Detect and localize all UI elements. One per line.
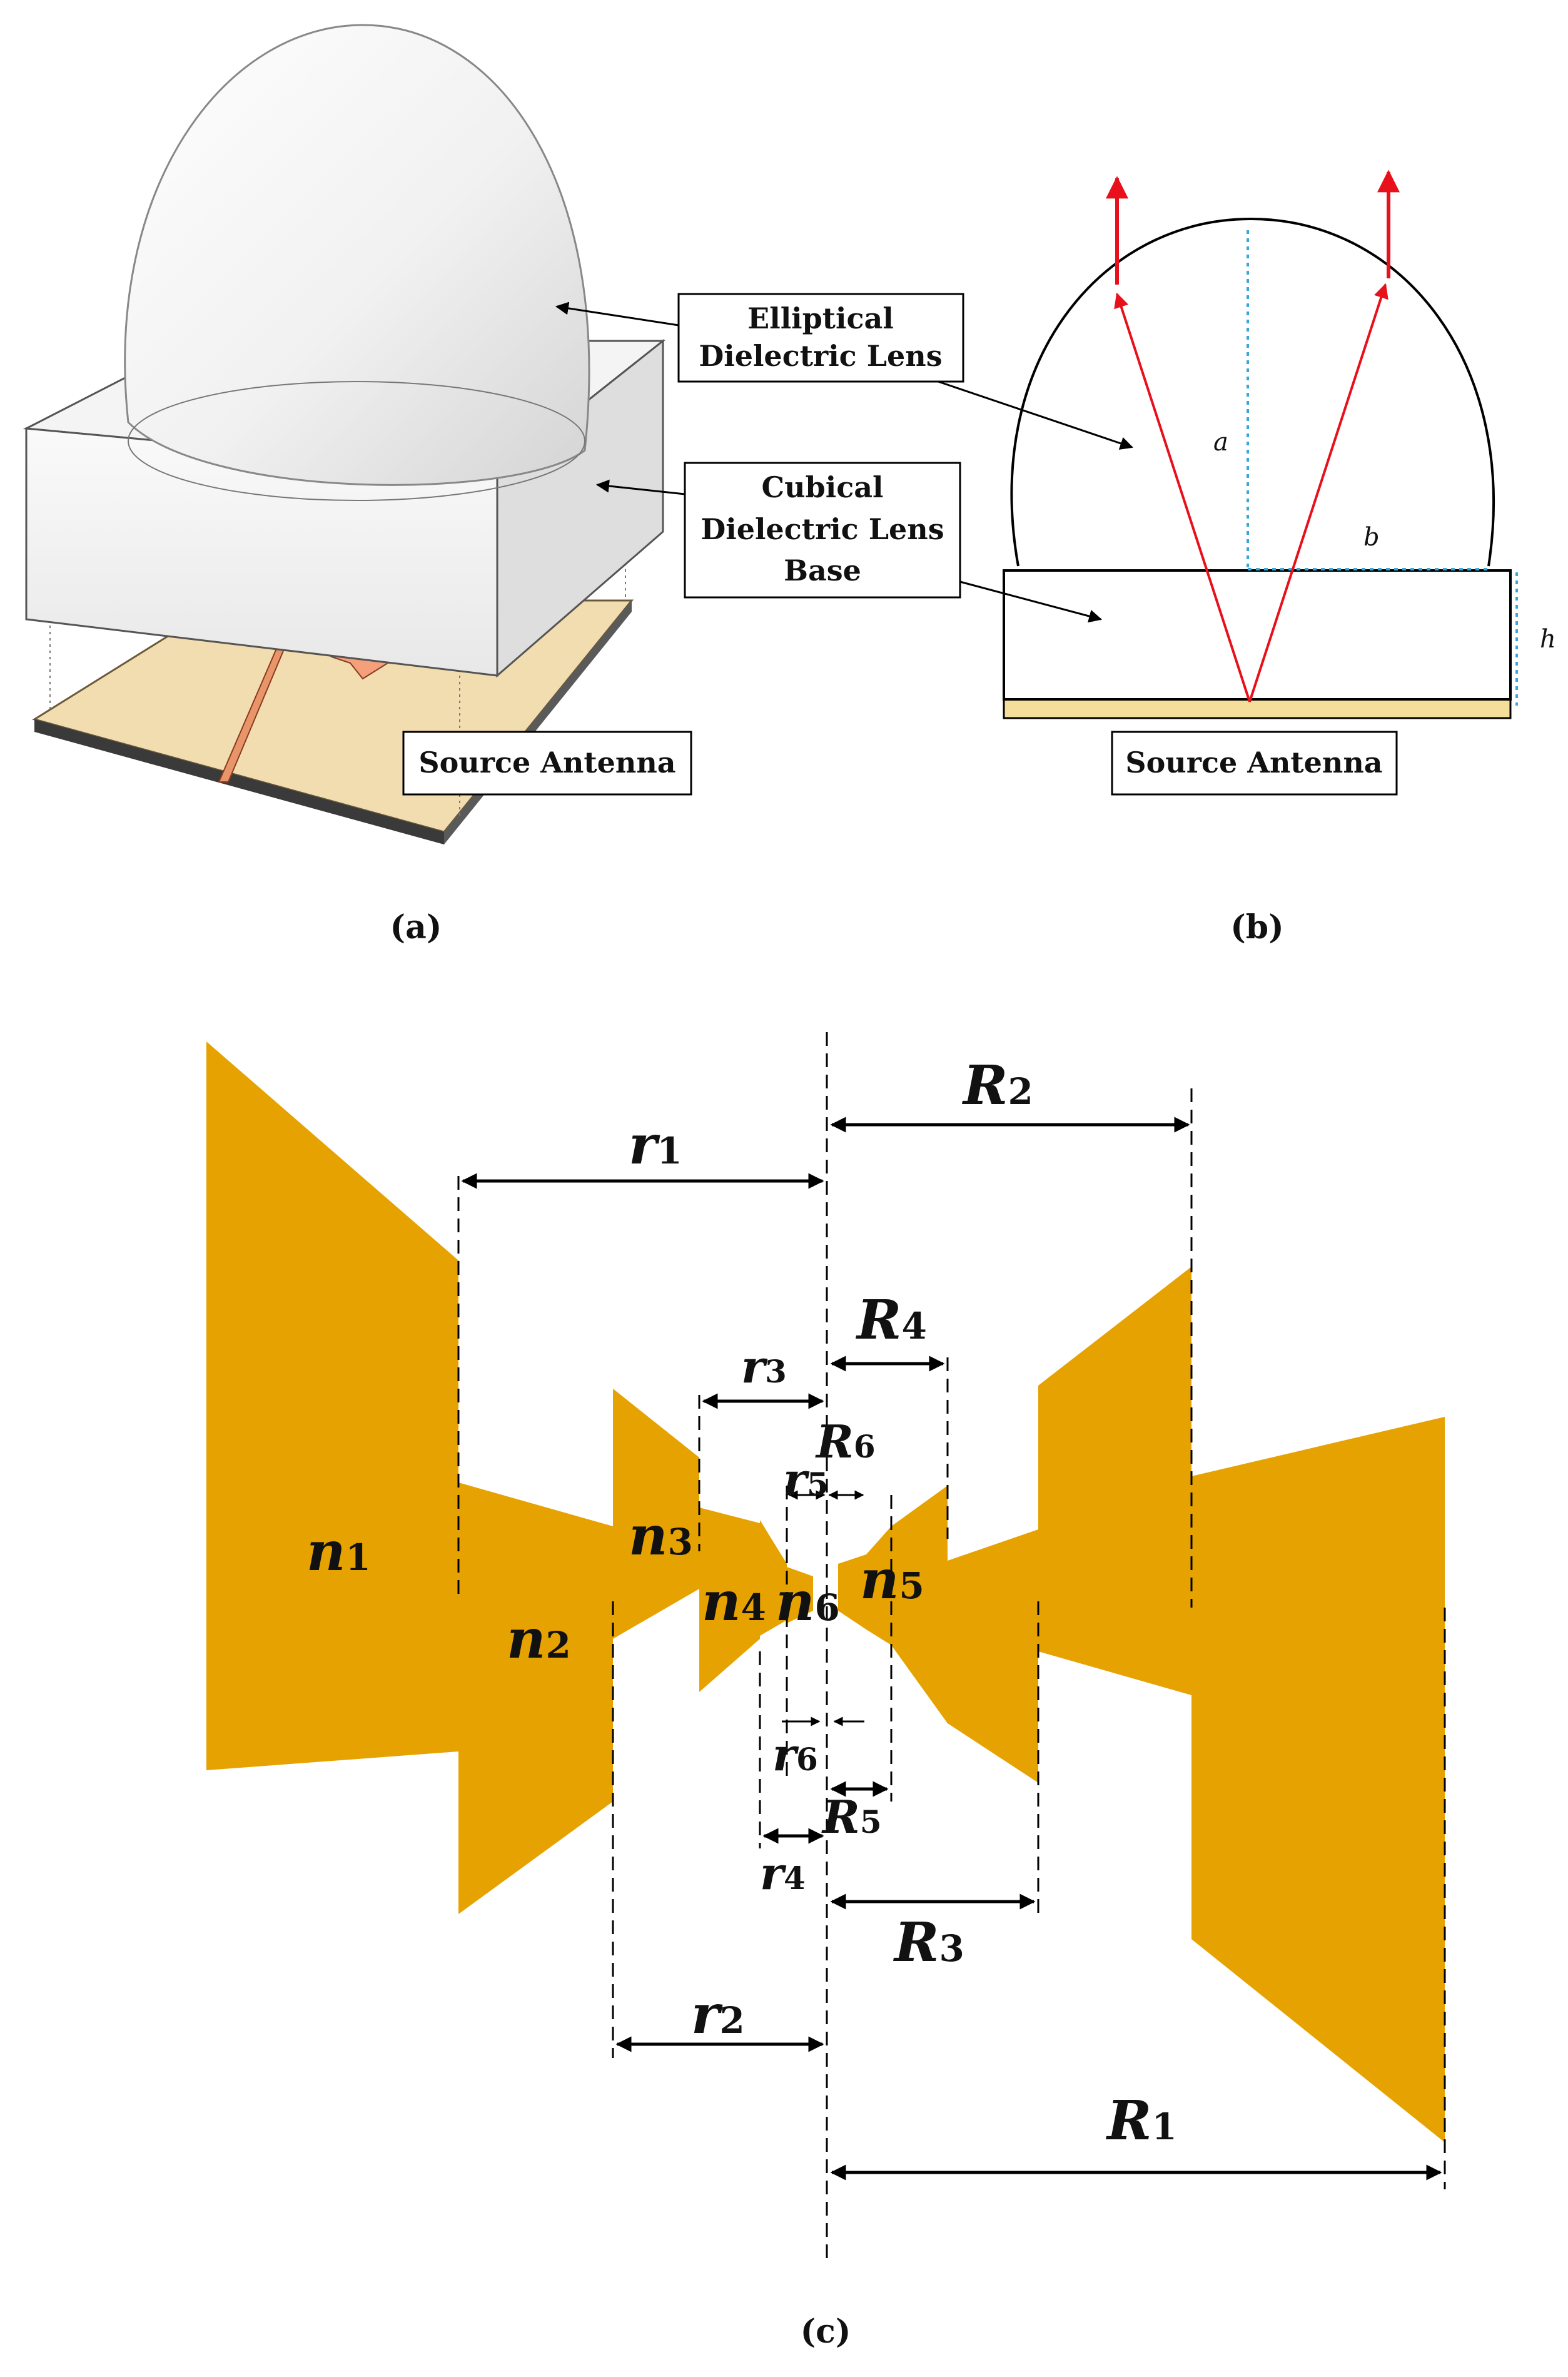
label-R6: R6 xyxy=(815,1415,876,1468)
ray-left-in xyxy=(1114,292,1251,702)
ray-right-in xyxy=(1248,283,1388,702)
panel-label-a: (a) xyxy=(390,908,442,946)
callout-source-b-label: Source Antenna xyxy=(1125,746,1382,779)
dome-base-ring xyxy=(128,381,585,501)
label-n3: n3 xyxy=(629,1504,693,1568)
substrate-strip xyxy=(1003,698,1512,719)
callout-cubical-line3: Base xyxy=(784,554,861,587)
callout-source-b: Source Antenna xyxy=(1111,731,1398,796)
dimension-arrows xyxy=(461,1117,1442,2181)
section-n4-inner xyxy=(760,1520,787,1636)
panel-a: Elliptical Dielectric Lens Cubical Diele… xyxy=(23,24,964,946)
section-n6-right xyxy=(838,1554,866,1629)
label-R1: R1 xyxy=(1105,2089,1177,2152)
arrow-to-base xyxy=(595,479,685,495)
dimension-guides xyxy=(457,1032,1446,2258)
label-r2: r2 xyxy=(691,1983,745,2046)
callout-cubical: Cubical Dielectric Lens Base xyxy=(684,462,961,599)
label-a: a xyxy=(1213,428,1228,457)
callout-cubical-line2: Dielectric Lens xyxy=(701,512,944,546)
callout-elliptical-line1: Elliptical xyxy=(747,302,894,335)
callout-source-a-label: Source Antenna xyxy=(418,746,675,779)
panel-label-b: (b) xyxy=(1230,908,1284,946)
arrow-to-base-b xyxy=(959,580,1103,623)
elliptical-lens-dome xyxy=(124,24,590,486)
label-n1: n1 xyxy=(306,1520,371,1583)
arrow-to-dome xyxy=(555,302,679,327)
ellipse-outline xyxy=(1010,217,1495,567)
label-R3: R3 xyxy=(893,1911,964,1974)
substrate-edge xyxy=(34,719,444,844)
label-r1: r1 xyxy=(629,1113,682,1177)
callout-source-a: Source Antenna xyxy=(402,731,692,796)
section-n4 xyxy=(699,1508,760,1692)
callout-cubical-line1: Cubical xyxy=(762,470,884,504)
section-n2 xyxy=(458,1482,613,1914)
section-n5-right xyxy=(891,1486,948,1723)
label-n2: n2 xyxy=(507,1608,571,1671)
section-n6 xyxy=(787,1567,813,1623)
label-h: h xyxy=(1540,625,1556,654)
label-b: b xyxy=(1363,523,1380,552)
section-right-3 xyxy=(1038,1267,1191,1695)
label-n5: n5 xyxy=(860,1548,924,1611)
label-r6: r6 xyxy=(772,1728,818,1781)
label-n6: n6 xyxy=(776,1570,840,1633)
section-right-1 xyxy=(1191,1417,1445,2142)
panel-b: a b h Source Antenna (b) xyxy=(938,170,1556,946)
panel-c: n1 n2 n3 n4 n5 n6 R2 r1 R4 r3 R6 r5 r6 R… xyxy=(206,1032,1446,2351)
callout-elliptical: Elliptical Dielectric Lens xyxy=(677,293,964,383)
label-R4: R4 xyxy=(855,1289,927,1352)
arrow-to-ellipse-b xyxy=(938,380,1133,450)
section-n3 xyxy=(613,1389,699,1639)
callout-elliptical-line2: Dielectric Lens xyxy=(699,339,942,373)
cubical-base-side xyxy=(496,338,664,678)
label-R2: R2 xyxy=(961,1054,1033,1117)
section-n1 xyxy=(206,1042,458,1770)
section-right-2 xyxy=(948,1529,1038,1783)
section-n5 xyxy=(866,1526,891,1645)
label-r4: r4 xyxy=(760,1847,806,1900)
antenna-shape xyxy=(206,1042,1445,2142)
panel-label-c: (c) xyxy=(801,2313,851,2351)
label-r3: r3 xyxy=(741,1340,787,1393)
label-r5: r5 xyxy=(783,1452,829,1506)
label-R5: R5 xyxy=(821,1790,882,1843)
label-n4: n4 xyxy=(702,1570,766,1633)
